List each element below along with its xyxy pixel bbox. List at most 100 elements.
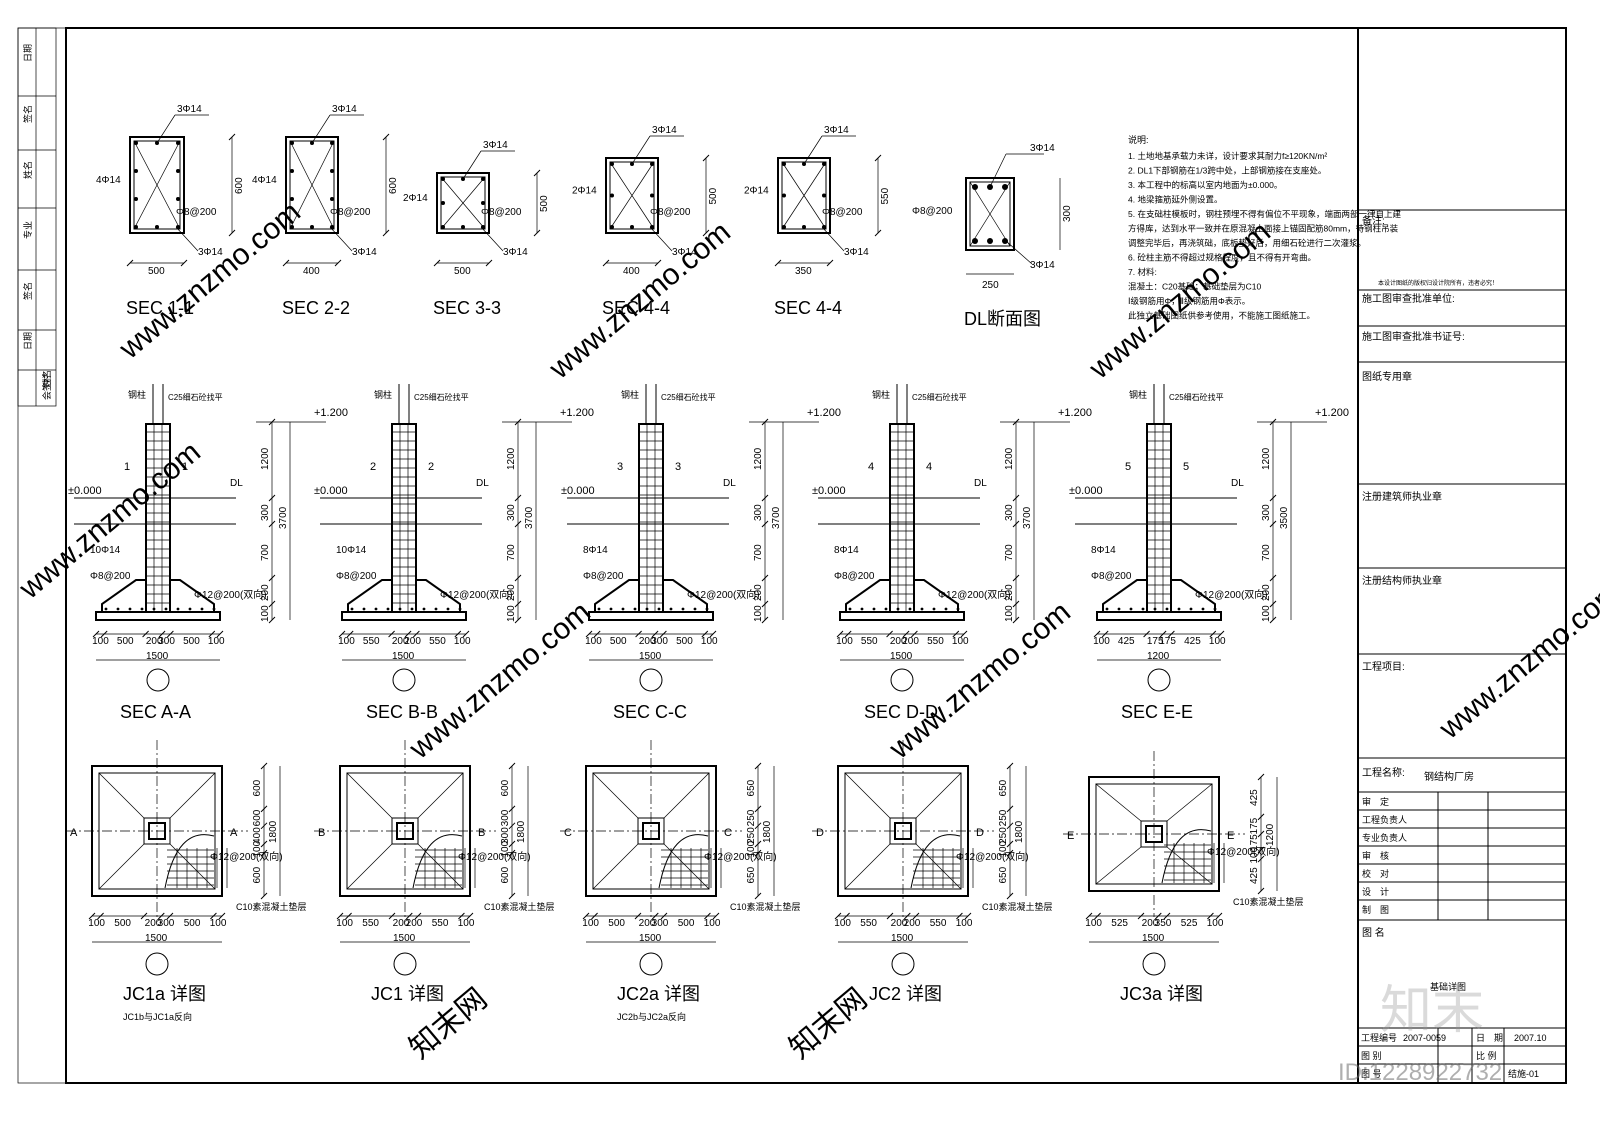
break-line [910, 834, 961, 889]
rebar-dot [290, 225, 294, 229]
drawing-line [1163, 912, 1171, 920]
date-label: 日 期 [1476, 1033, 1503, 1043]
dl-marker: DL [230, 478, 243, 489]
rebar-dot [650, 225, 654, 229]
drawing-line [836, 630, 844, 638]
rebar-dot [116, 607, 120, 611]
drawing-line [169, 772, 216, 819]
vertical-dim: 100 [260, 605, 271, 622]
drawing-line [157, 912, 165, 920]
axis-bubble [393, 952, 417, 976]
scale-label: 比 例 [1476, 1050, 1497, 1061]
drawing-line [142, 630, 149, 638]
axis-bubble [145, 952, 169, 976]
rebar-dot [908, 607, 912, 611]
side-bar-label: 2Φ14 [403, 193, 428, 204]
drawing-line [754, 892, 762, 900]
rebar-dot [645, 607, 649, 611]
drawing-line [462, 630, 470, 638]
drawing-line [754, 849, 762, 857]
width-dim: 100 [834, 918, 851, 929]
height-dim: 500 [708, 187, 719, 204]
vertical-dim: 700 [260, 544, 271, 561]
width-dim: 100 [836, 636, 853, 647]
drawing-line [1257, 846, 1265, 854]
axis-bubble [1142, 952, 1166, 976]
drawing-line [388, 912, 396, 920]
pad-label: C10素混凝土垫层 [1233, 896, 1304, 907]
width-dim: 550 [930, 918, 947, 929]
drawing-line [754, 805, 762, 813]
width-dim: 550 [860, 918, 877, 929]
width-dim: 350 [795, 266, 812, 277]
drawing-line [1012, 520, 1020, 528]
drawing-line [1207, 912, 1214, 920]
vertical-dim: 100 [998, 840, 1009, 857]
rebar-dot [650, 193, 654, 198]
sheet-no: 结施-01 [1508, 1068, 1539, 1079]
cut-mark-right: E [1227, 830, 1234, 842]
width-dim: 350 [1155, 918, 1172, 929]
total-height-dim: 3700 [771, 506, 782, 529]
drawing-line [413, 630, 420, 638]
footing-pad [1096, 611, 1222, 621]
axis-bubble [639, 952, 663, 976]
axis-bubble [392, 668, 416, 692]
vertical-dim: 200 [753, 584, 764, 601]
width-dim: 300 [651, 636, 668, 647]
bottom-bar-label: 3Φ14 [352, 247, 377, 258]
width-dim: 200 [639, 918, 656, 929]
engineer-stamp-label: 注册结构师执业章 [1362, 574, 1442, 587]
drawing-line [485, 259, 493, 267]
drawing-line [761, 616, 769, 624]
drawing-line [140, 912, 148, 920]
drawing-line [660, 630, 667, 638]
bottom-bar-label: Φ12@200(双向) [194, 588, 267, 601]
rebar-dot [669, 607, 673, 611]
width-dim: 525 [1181, 918, 1198, 929]
rebar-dot [374, 607, 378, 611]
drawing-line [844, 772, 891, 819]
vertical-dim: 100 [1261, 605, 1272, 622]
drawing-line [514, 520, 522, 528]
drawing-line [167, 630, 174, 638]
drawing-line [1257, 773, 1265, 781]
rebar-dot [610, 193, 614, 198]
drawing-line [100, 630, 108, 638]
vertical-dim: 300 [1261, 504, 1272, 521]
stirrup-label: Φ8@200 [822, 207, 863, 218]
architect-stamp-label: 注册建筑师执业章 [1362, 490, 1442, 503]
drawing-line [1143, 630, 1150, 638]
strip-label: 会签栏 [41, 373, 52, 400]
rebar-dot [657, 607, 661, 611]
vertical-dim: 200 [506, 584, 517, 601]
drawing-line [701, 630, 709, 638]
drawing-line [216, 630, 224, 638]
section-outline [436, 172, 490, 234]
drawing-line [260, 762, 268, 770]
total-vertical-dim: 1800 [516, 820, 527, 843]
width-dim: 425 [1118, 636, 1135, 647]
drawing-line [462, 150, 482, 180]
drawing-line [761, 494, 769, 502]
stirrup-label: Φ8@200 [330, 207, 371, 218]
note-line: 混凝土：C20基础；基础垫层为C10 [1128, 282, 1261, 292]
drawing-line [1085, 912, 1093, 920]
role-label: 专业负责人 [1362, 832, 1407, 843]
drawing-line [458, 912, 465, 920]
cut-mark-left: 1 [124, 461, 130, 473]
drawing-line [268, 616, 276, 624]
drawing-line [702, 229, 710, 237]
drawing-type-label: 图 别 [1361, 1051, 1382, 1061]
rebar-dot [822, 193, 826, 198]
drawing-line [634, 912, 642, 920]
drawing-line [1012, 418, 1020, 426]
drawing-line [1094, 912, 1101, 920]
width-dim: 100 [952, 636, 969, 647]
width-dim: 300 [158, 918, 175, 929]
drawing-line [133, 140, 181, 230]
rebar-dot [609, 607, 613, 611]
